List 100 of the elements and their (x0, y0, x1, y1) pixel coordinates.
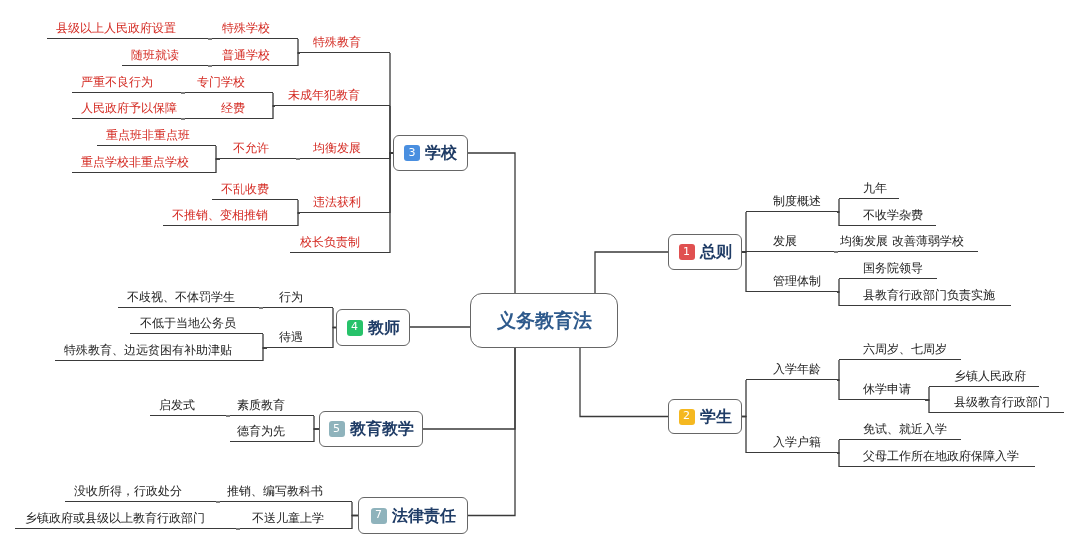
connector-line (272, 105, 276, 120)
topic-text: 待遇 (279, 329, 303, 346)
topic-box (393, 135, 468, 171)
topic-label: 总则 (699, 241, 732, 263)
topic-text: 违法获利 (313, 194, 361, 211)
topic-text: 父母工作所在地政府保障入学 (863, 448, 1019, 465)
topic-text: 经费 (221, 100, 245, 117)
connector-line (924, 399, 930, 414)
topic-text: 推销、编写教科书 (227, 483, 323, 500)
connector-line (836, 278, 840, 293)
connector-line (836, 198, 840, 213)
topic-text: 九年 (863, 180, 887, 197)
topic-text: 不推销、变相推销 (172, 207, 268, 224)
connector-line (207, 65, 213, 67)
connector-line (389, 152, 394, 254)
topic-text: 不低于当地公务员 (140, 315, 236, 332)
topic-text: 行为 (279, 289, 303, 306)
topic-box (358, 497, 468, 534)
topic-text: 乡镇政府或县级以上教育行政部门 (25, 510, 205, 527)
connector-line (579, 347, 669, 418)
topic-text: 启发式 (159, 397, 195, 414)
topic-text: 均衡发展 改善薄弱学校 (840, 233, 964, 250)
topic-label: 学校 (425, 142, 457, 164)
connector-line (741, 415, 747, 454)
connector-line (313, 428, 320, 443)
connector-line (258, 307, 264, 309)
topic-text: 没收所得，行政处分 (74, 483, 182, 500)
topic-box (668, 399, 742, 434)
connector-line (207, 38, 213, 40)
connector-line (351, 514, 359, 530)
topic-label: 教育教学 (349, 418, 414, 440)
connector-line (833, 251, 839, 253)
connector-line (225, 415, 231, 417)
topic-text: 县教育行政部门负责实施 (863, 287, 995, 304)
number-badge: 7 (370, 507, 387, 524)
connector-line (297, 52, 301, 67)
connector-line (297, 38, 301, 54)
topic-text: 不送儿童上学 (252, 510, 324, 527)
connector-line (272, 92, 276, 107)
topic-text: 重点学校非重点学校 (81, 154, 189, 171)
topic-text: 德育为先 (237, 423, 285, 440)
connector-line (836, 359, 840, 381)
topic-text: 县级教育行政部门 (954, 394, 1050, 411)
topic-box (668, 234, 742, 270)
connector-line (180, 118, 186, 120)
topic-box (336, 309, 410, 346)
topic-label: 教师 (367, 316, 400, 339)
topic-text: 素质教育 (237, 397, 285, 414)
central-topic-box (470, 293, 618, 348)
topic-text: 不允许 (233, 140, 269, 157)
topic-text: 发展 (773, 233, 797, 250)
topic-text: 乡镇人民政府 (954, 368, 1026, 385)
number-badge: 5 (328, 421, 345, 437)
topic-text: 管理体制 (773, 273, 821, 290)
topic-text: 重点班非重点班 (106, 127, 190, 144)
connector-line (467, 152, 516, 294)
number-badge: 1 (678, 244, 695, 260)
number-badge: 3 (404, 145, 420, 161)
connector-line (836, 211, 840, 227)
connector-line (467, 347, 516, 517)
connector-line (741, 251, 747, 293)
topic-text: 随班就读 (131, 47, 179, 64)
topic-text: 县级以上人民政府设置 (56, 20, 176, 37)
topic-text: 不收学杂费 (863, 207, 923, 224)
topic-text: 不乱收费 (221, 181, 269, 198)
topic-text: 免试、就近入学 (863, 421, 947, 438)
topic-text: 特殊学校 (222, 20, 270, 37)
topic-text: 严重不良行为 (81, 74, 153, 91)
connector-line (262, 347, 268, 362)
connector-line (389, 105, 394, 154)
topic-text: 人民政府予以保障 (81, 100, 177, 117)
connector-line (594, 251, 669, 294)
connector-line (332, 307, 337, 329)
connector-line (295, 158, 301, 160)
topic-text: 校长负责制 (300, 234, 360, 251)
connector-line (297, 212, 301, 227)
topic-label: 法律责任 (391, 504, 456, 527)
topic-text: 普通学校 (222, 47, 270, 64)
topic-text: 专门学校 (197, 74, 245, 91)
connector-line (297, 199, 301, 214)
connector-line (836, 379, 840, 401)
topic-box (319, 411, 423, 447)
topic-text: 休学申请 (863, 381, 911, 398)
connector-line (215, 501, 221, 503)
connector-line (180, 92, 186, 94)
connector-line (332, 326, 337, 349)
topic-text: 特殊教育 (313, 34, 361, 51)
connector-line (836, 439, 840, 454)
topic-text: 特殊教育、边远贫困有补助津贴 (64, 342, 232, 359)
connector-line (235, 528, 241, 530)
topic-text: 未成年犯教育 (288, 87, 360, 104)
connector-line (409, 326, 471, 328)
number-badge: 2 (678, 408, 695, 425)
topic-text: 入学户籍 (773, 434, 821, 451)
topic-text: 制度概述 (773, 193, 821, 210)
central-topic-label: 义务教育法 (496, 308, 592, 334)
topic-text: 六周岁、七周岁 (863, 341, 947, 358)
topic-text: 入学年龄 (773, 361, 821, 378)
connector-line (836, 291, 840, 307)
topic-text: 国务院领导 (863, 260, 923, 277)
